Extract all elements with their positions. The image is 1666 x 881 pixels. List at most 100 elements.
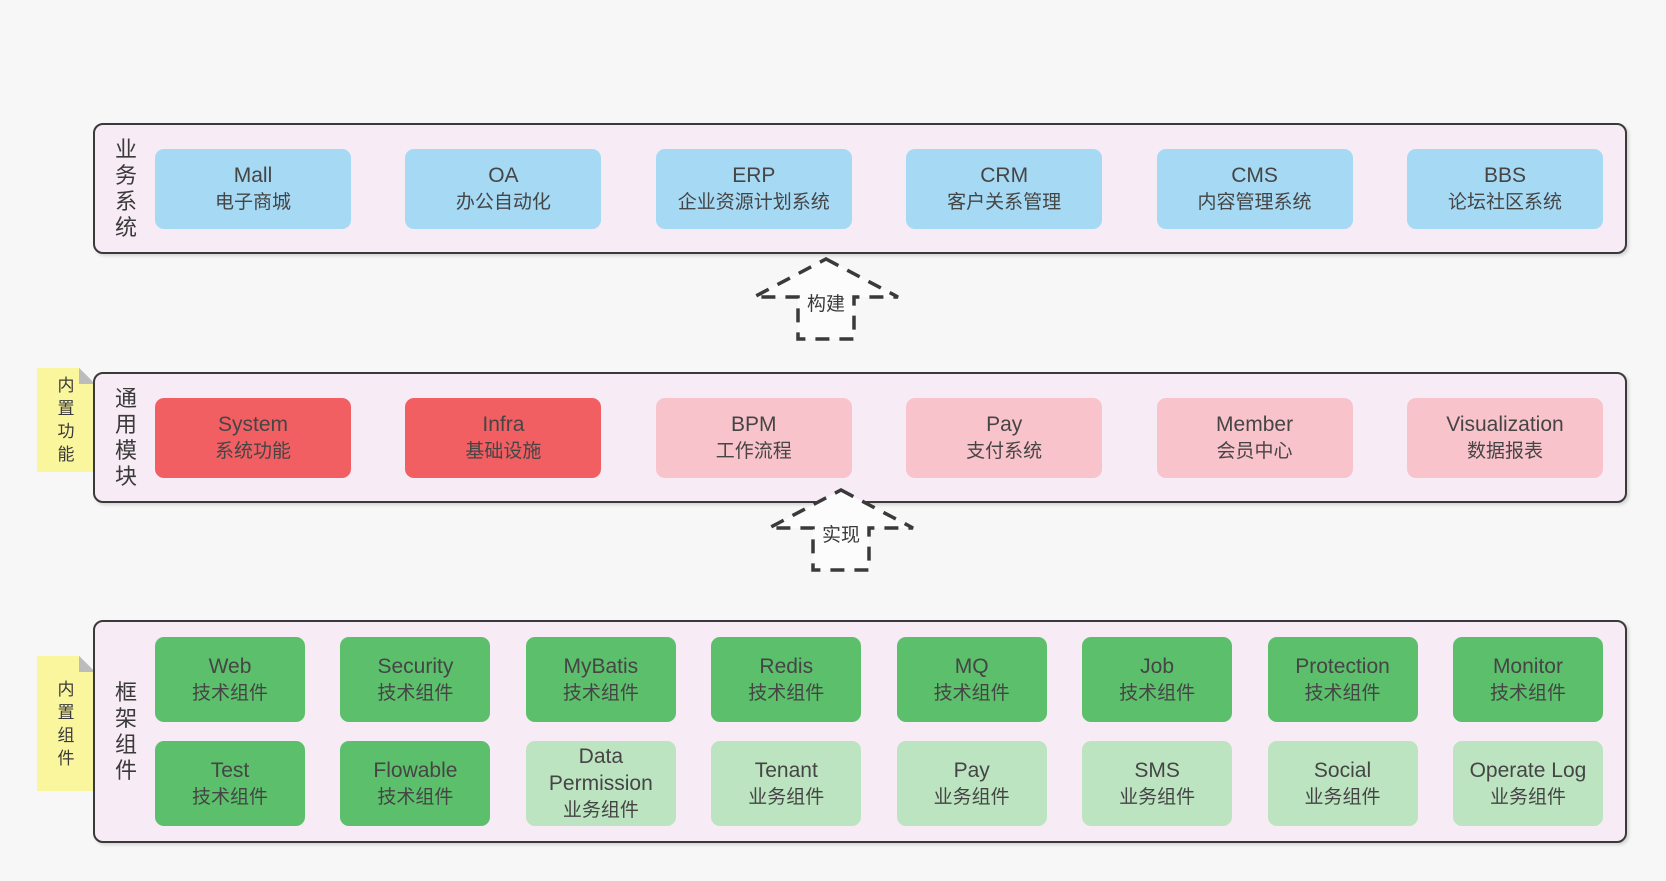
common-modules-boxes: System 系统功能 Infra 基础设施 BPM 工作流程 Pay 支付系统… bbox=[149, 374, 1625, 501]
box-subtitle-zh: 工作流程 bbox=[715, 440, 792, 462]
band-label-common-modules: 通用模块 bbox=[103, 374, 149, 501]
box-subtitle-zh: 业务组件 bbox=[748, 786, 825, 808]
box-redis: Redis 技术组件 bbox=[711, 637, 862, 722]
folded-corner-icon bbox=[79, 656, 95, 672]
box-subtitle-zh: 论坛社区系统 bbox=[1447, 191, 1562, 213]
box-title-en: Infra bbox=[482, 412, 525, 436]
box-system: System 系统功能 bbox=[155, 397, 351, 478]
box-member: Member 会员中心 bbox=[1156, 397, 1353, 478]
box-subtitle-zh: 办公自动化 bbox=[455, 191, 551, 213]
box-subtitle-zh: 客户关系管理 bbox=[947, 191, 1062, 213]
box-title-en: Data Permission bbox=[548, 745, 653, 795]
arrow-label: 构建 bbox=[803, 294, 849, 316]
box-subtitle-zh: 基础设施 bbox=[465, 440, 542, 462]
box-mybatis: MyBatis 技术组件 bbox=[525, 637, 676, 722]
box-subtitle-zh: 技术组件 bbox=[1119, 682, 1196, 704]
box-title-en: Member bbox=[1216, 412, 1294, 436]
box-title-en: Redis bbox=[759, 654, 814, 678]
box-subtitle-zh: 技术组件 bbox=[1304, 682, 1381, 704]
box-title-en: Security bbox=[377, 654, 454, 678]
box-bpm: BPM 工作流程 bbox=[655, 397, 852, 478]
box-title-en: MQ bbox=[954, 654, 989, 678]
band-label-business-systems: 业务系统 bbox=[103, 125, 149, 252]
box-subtitle-zh: 系统功能 bbox=[214, 440, 291, 462]
framework-components-band: 框架组件 Web 技术组件 Security 技术组件 MyBatis 技术组件… bbox=[93, 620, 1627, 843]
box-title-en: Visualization bbox=[1446, 412, 1564, 436]
box-infra: Infra 基础设施 bbox=[405, 397, 602, 478]
box-subtitle-zh: 支付系统 bbox=[966, 440, 1043, 462]
box-title-en: Pay bbox=[986, 412, 1023, 436]
box-sms: SMS 业务组件 bbox=[1082, 741, 1233, 826]
box-subtitle-zh: 技术组件 bbox=[191, 786, 268, 808]
box-subtitle-zh: 技术组件 bbox=[933, 682, 1010, 704]
framework-components-rows: Web 技术组件 Security 技术组件 MyBatis 技术组件 Redi… bbox=[149, 622, 1625, 841]
box-title-en: ERP bbox=[732, 163, 776, 187]
box-oa: OA 办公自动化 bbox=[405, 148, 602, 229]
box-test: Test 技术组件 bbox=[155, 741, 305, 826]
box-visualization: Visualization 数据报表 bbox=[1406, 397, 1603, 478]
box-crm: CRM 客户关系管理 bbox=[906, 148, 1103, 229]
box-subtitle-zh: 业务组件 bbox=[1304, 786, 1381, 808]
implement-arrow: 实现 bbox=[766, 487, 916, 573]
box-title-en: Flowable bbox=[373, 758, 458, 782]
framework-components-row-2: Test 技术组件 Flowable 技术组件 Data Permission … bbox=[155, 741, 1603, 826]
business-systems-band: 业务系统 Mall 电子商城 OA 办公自动化 ERP 企业资源计划系统 CRM… bbox=[93, 123, 1627, 254]
box-security: Security 技术组件 bbox=[340, 637, 491, 722]
sticky-note-label: 内置组件 bbox=[57, 679, 75, 768]
box-title-en: MyBatis bbox=[563, 654, 639, 678]
box-title-en: Mall bbox=[233, 163, 273, 187]
framework-components-row-1: Web 技术组件 Security 技术组件 MyBatis 技术组件 Redi… bbox=[155, 637, 1603, 722]
box-monitor: Monitor 技术组件 bbox=[1452, 637, 1603, 722]
box-mall: Mall 电子商城 bbox=[155, 148, 351, 229]
box-title-en: CRM bbox=[980, 163, 1029, 187]
band-label-text: 框架组件 bbox=[114, 679, 137, 783]
box-subtitle-zh: 内容管理系统 bbox=[1197, 191, 1312, 213]
box-job: Job 技术组件 bbox=[1082, 637, 1233, 722]
box-subtitle-zh: 业务组件 bbox=[1489, 786, 1566, 808]
box-subtitle-zh: 技术组件 bbox=[1489, 682, 1566, 704]
folded-corner-icon bbox=[79, 368, 95, 384]
box-title-en: Web bbox=[208, 654, 252, 678]
box-subtitle-zh: 技术组件 bbox=[191, 682, 268, 704]
box-title-en: Operate Log bbox=[1469, 758, 1587, 782]
box-title-en: BBS bbox=[1483, 163, 1526, 187]
box-title-en: Social bbox=[1313, 758, 1372, 782]
box-subtitle-zh: 企业资源计划系统 bbox=[677, 191, 830, 213]
box-title-en: System bbox=[217, 412, 288, 436]
business-systems-boxes: Mall 电子商城 OA 办公自动化 ERP 企业资源计划系统 CRM 客户关系… bbox=[149, 125, 1625, 252]
box-title-en: Monitor bbox=[1492, 654, 1563, 678]
box-title-en: OA bbox=[488, 163, 519, 187]
sticky-note-builtin-components: 内置组件 bbox=[37, 656, 95, 791]
box-title-en: Pay bbox=[953, 758, 990, 782]
band-label-text: 通用模块 bbox=[114, 385, 137, 489]
box-protection: Protection 技术组件 bbox=[1267, 637, 1418, 722]
box-title-en: Job bbox=[1140, 654, 1175, 678]
box-data-permission: Data Permission 业务组件 bbox=[525, 741, 676, 826]
box-operate-log: Operate Log 业务组件 bbox=[1452, 741, 1603, 826]
band-label-framework-components: 框架组件 bbox=[103, 622, 149, 841]
box-pay-system: Pay 支付系统 bbox=[906, 397, 1103, 478]
box-title-en: Test bbox=[210, 758, 250, 782]
box-title-en: SMS bbox=[1134, 758, 1180, 782]
box-title-en: Tenant bbox=[754, 758, 818, 782]
box-subtitle-zh: 技术组件 bbox=[748, 682, 825, 704]
box-subtitle-zh: 技术组件 bbox=[377, 682, 454, 704]
box-erp: ERP 企业资源计划系统 bbox=[655, 148, 852, 229]
build-arrow: 构建 bbox=[751, 256, 901, 342]
box-tenant: Tenant 业务组件 bbox=[711, 741, 862, 826]
sticky-note-builtin-features: 内置功能 bbox=[37, 368, 95, 472]
box-cms: CMS 内容管理系统 bbox=[1156, 148, 1353, 229]
box-subtitle-zh: 数据报表 bbox=[1466, 440, 1543, 462]
band-label-text: 业务系统 bbox=[114, 136, 137, 240]
box-subtitle-zh: 技术组件 bbox=[377, 786, 454, 808]
box-subtitle-zh: 电子商城 bbox=[214, 191, 291, 213]
arrow-label: 实现 bbox=[818, 525, 864, 547]
box-web: Web 技术组件 bbox=[155, 637, 305, 722]
box-mq: MQ 技术组件 bbox=[896, 637, 1047, 722]
common-modules-band: 通用模块 System 系统功能 Infra 基础设施 BPM 工作流程 Pay… bbox=[93, 372, 1627, 503]
box-social: Social 业务组件 bbox=[1267, 741, 1418, 826]
box-subtitle-zh: 会员中心 bbox=[1216, 440, 1293, 462]
box-bbs: BBS 论坛社区系统 bbox=[1406, 148, 1603, 229]
box-pay-component: Pay 业务组件 bbox=[896, 741, 1047, 826]
